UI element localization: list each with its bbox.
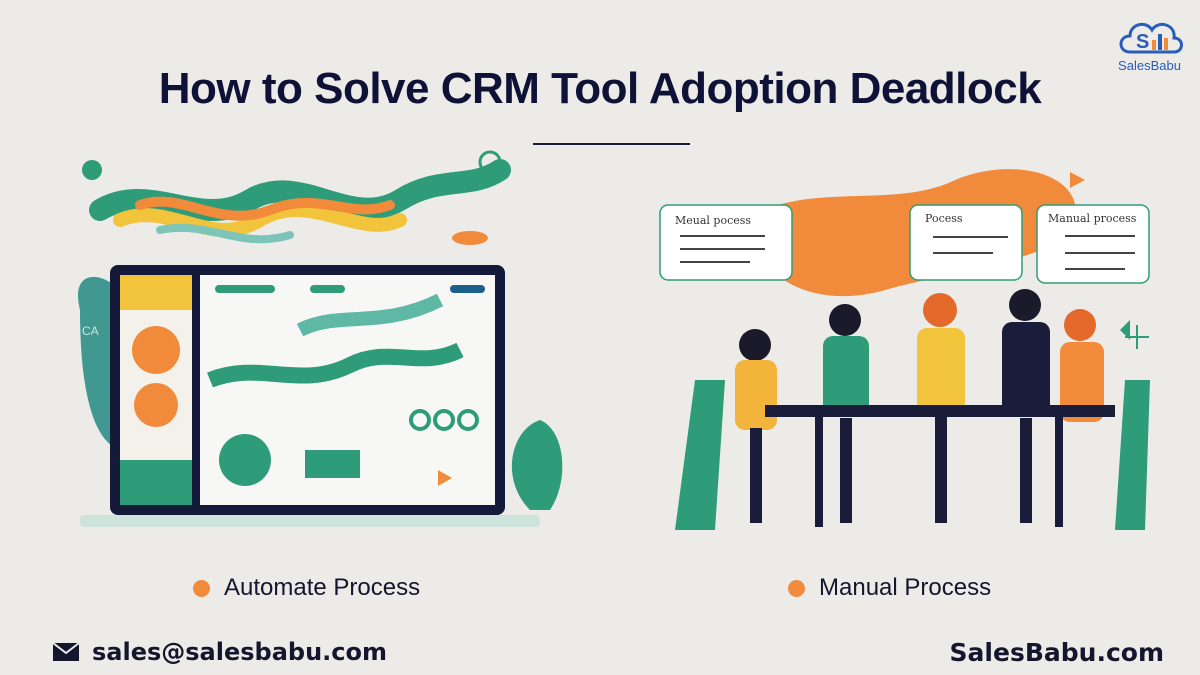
laptop-dashboard-illustration: CA bbox=[78, 150, 563, 527]
logo-letter: S bbox=[1136, 31, 1149, 53]
bubble-text-3: Manual process bbox=[1048, 212, 1137, 225]
bubble-text-2: Pocess bbox=[925, 212, 963, 225]
logo-text: SalesBabu bbox=[1118, 58, 1181, 73]
automate-bullet-icon bbox=[193, 579, 210, 597]
meeting-people-illustration: Meual pocess Pocess Manual process bbox=[659, 169, 1150, 530]
manual-bullet-icon bbox=[788, 579, 805, 597]
bubble-text-1: Meual pocess bbox=[675, 214, 751, 227]
salesbabu-logo: S bbox=[1119, 22, 1183, 54]
legend-automate: Automate Process bbox=[193, 574, 420, 602]
blob-text: CA bbox=[82, 324, 99, 338]
footer-email-block[interactable]: sales@salesbabu.com bbox=[52, 638, 387, 666]
page-title: How to Solve CRM Tool Adoption Deadlock bbox=[158, 64, 1042, 113]
footer-website[interactable]: SalesBabu.com bbox=[949, 638, 1164, 667]
envelope-icon bbox=[52, 642, 80, 661]
manual-label: Manual Process bbox=[819, 574, 992, 601]
footer-email[interactable]: sales@salesbabu.com bbox=[92, 638, 388, 666]
title-underline bbox=[533, 143, 690, 145]
automate-label: Automate Process bbox=[224, 574, 421, 601]
legend-manual: Manual Process bbox=[788, 574, 991, 602]
